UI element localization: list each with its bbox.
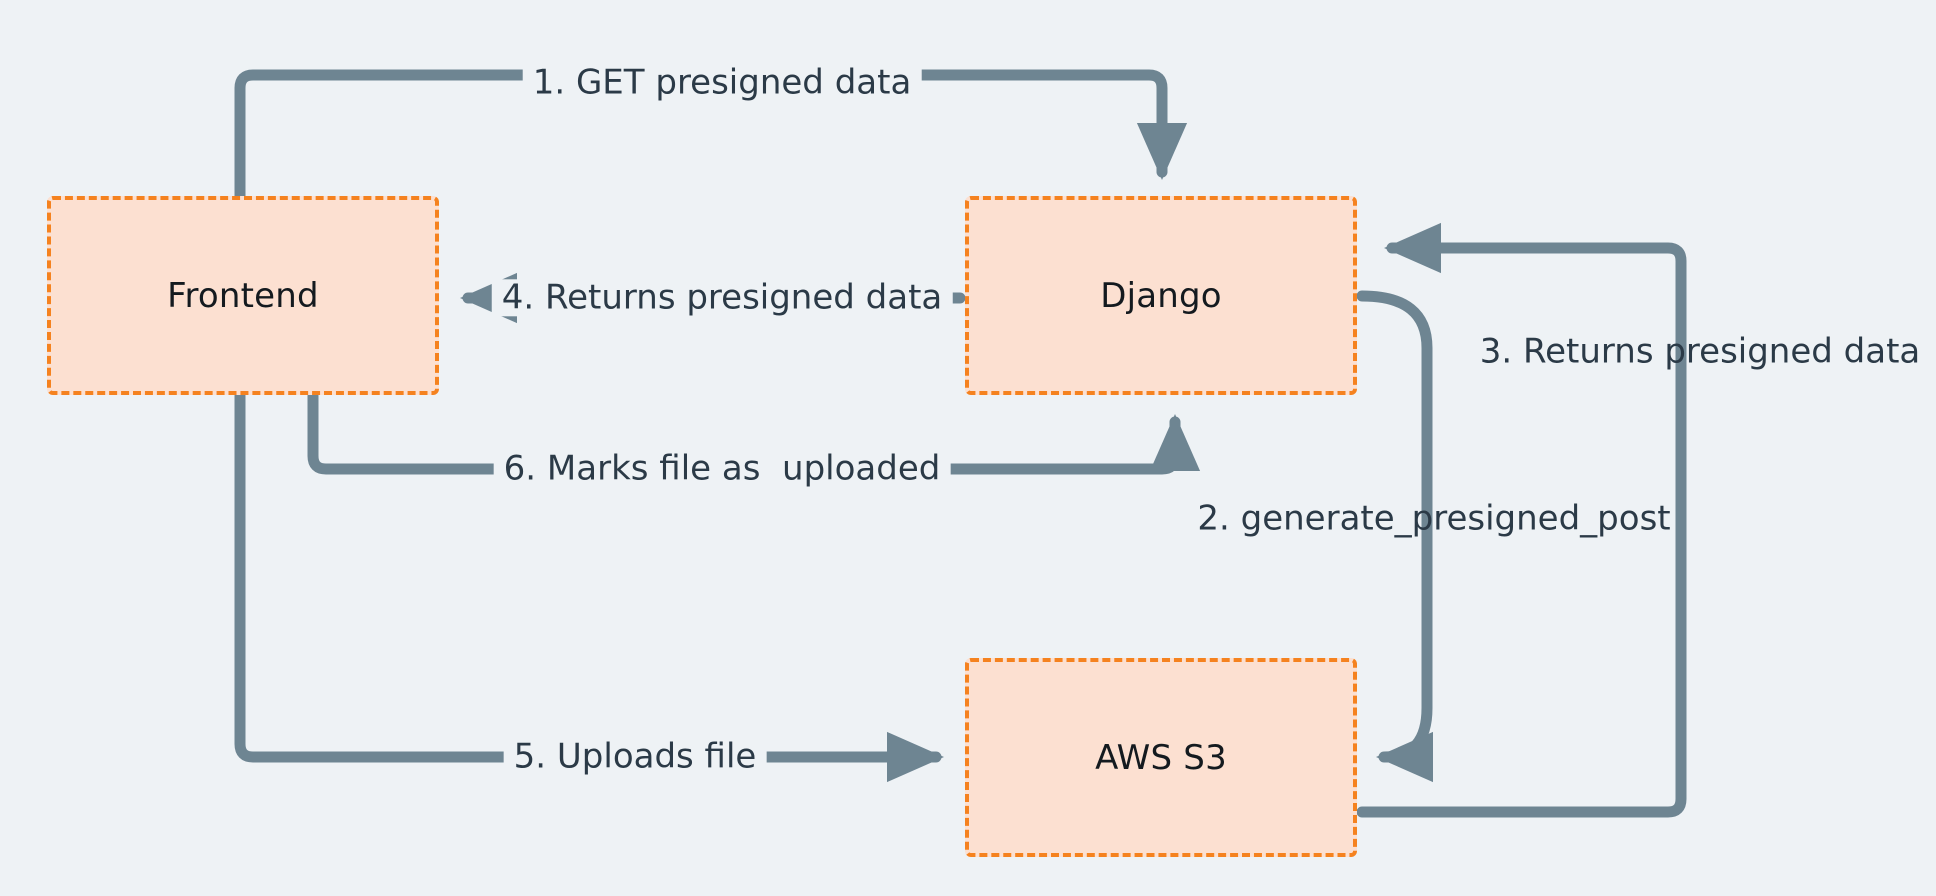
node-aws-s3[interactable]: AWS S3 bbox=[965, 658, 1357, 857]
node-frontend-label: Frontend bbox=[167, 275, 319, 316]
connector-3-returns-presigned-data bbox=[1356, 222, 1687, 818]
edge-label-1: 1. GET presigned data bbox=[522, 63, 922, 102]
edge-label-2: 2. generate_presigned_post bbox=[1197, 498, 1671, 539]
connector-2-generate-presigned-post bbox=[1356, 290, 1434, 783]
node-django-label: Django bbox=[1100, 275, 1222, 316]
edge-label-4: 4. Returns presigned data bbox=[491, 278, 953, 317]
edge-label-5: 5. Uploads file bbox=[503, 737, 767, 776]
edge-label-6: 6. Marks file as uploaded bbox=[493, 449, 951, 488]
node-aws-s3-label: AWS S3 bbox=[1095, 737, 1227, 778]
node-django[interactable]: Django bbox=[965, 196, 1357, 395]
connector-5-uploads-file bbox=[234, 390, 945, 783]
node-frontend[interactable]: Frontend bbox=[47, 196, 439, 395]
edge-label-3: 3. Returns presigned data bbox=[1479, 331, 1921, 372]
